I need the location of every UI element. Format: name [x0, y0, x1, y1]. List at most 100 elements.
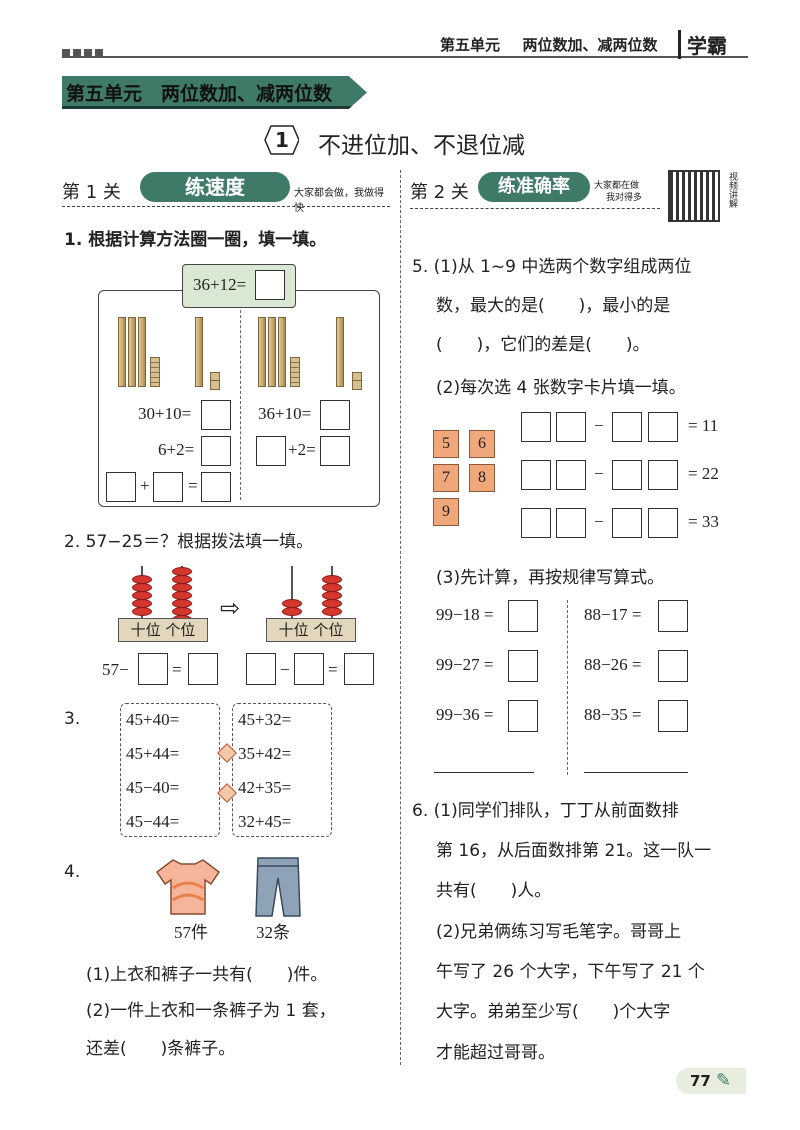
q3-right-eq: 35+42= — [238, 744, 292, 763]
unit-banner: 第五单元 两位数加、减两位数 — [62, 76, 367, 109]
q2-prompt: 2. 57−25＝？根据拨法填一填。 — [64, 532, 314, 552]
q1-left-sum-a[interactable] — [106, 472, 136, 502]
card-slot[interactable] — [648, 508, 678, 538]
q6-line6: 大字。弟弟至少写( )个大字 — [436, 1002, 671, 1022]
q2-blank2[interactable] — [188, 653, 218, 685]
q1-left-answer1[interactable] — [201, 400, 231, 430]
abacus-bead — [282, 607, 302, 616]
level2-label: 第 2 关 — [410, 182, 469, 203]
q5-right-answer[interactable] — [658, 650, 688, 682]
q5-left-answer[interactable] — [508, 650, 538, 682]
q4-sub1: (1)上衣和裤子一共有( )件。 — [86, 965, 328, 985]
pants-icon — [254, 856, 302, 922]
row-result: = 22 — [688, 464, 719, 483]
number-card: 6 — [469, 430, 495, 458]
q5-right-eq: 88−26 = — [584, 655, 642, 674]
unit-banner-title: 第五单元 两位数加、减两位数 — [66, 83, 333, 105]
header-unit-label: 第五单元 — [440, 36, 501, 54]
header-rule — [62, 56, 748, 58]
ones-cube — [210, 380, 220, 390]
card-slot[interactable] — [648, 412, 678, 442]
q2-blank5[interactable] — [344, 653, 374, 685]
q3-right-eq: 32+45= — [238, 812, 292, 831]
q6-line4: (2)兄弟俩练习写毛笔字。哥哥上 — [436, 922, 682, 942]
level2-header: 第 2 关 练准确率 大家都在做 我对得多 视频讲解 — [410, 170, 750, 226]
tens-rod — [258, 317, 266, 387]
card-slot[interactable] — [612, 508, 642, 538]
q1-right-answer1[interactable] — [320, 400, 350, 430]
q3-number: 3. — [64, 709, 81, 729]
header-decor — [62, 42, 103, 61]
card-slot[interactable] — [556, 412, 586, 442]
shirt-icon — [155, 858, 221, 920]
q1-top-answer[interactable] — [255, 270, 285, 300]
level1-header: 第 1 关 练速度 大家都会做，我做得快 — [62, 170, 390, 214]
level2-slogan-1: 大家都在做 — [594, 181, 640, 191]
lesson-number: 1 — [275, 128, 289, 152]
shirt-count: 57件 — [174, 923, 208, 942]
q1-divider — [240, 300, 241, 500]
level2-badge: 练准确率 — [478, 172, 590, 202]
q6-line3: 共有( )人。 — [436, 881, 552, 901]
q1-left-eq2: 6+2= — [158, 440, 195, 459]
q1-left-sum-result[interactable] — [201, 472, 231, 502]
q5-left-answer[interactable] — [508, 600, 538, 632]
q5-right-eq: 88−17 = — [584, 605, 642, 624]
q5-left-answer[interactable] — [508, 700, 538, 732]
q2-blank4[interactable] — [294, 653, 324, 685]
q5-left-write-line[interactable] — [434, 772, 534, 773]
q1-right-eq2: +2= — [288, 440, 316, 459]
q2-minus: − — [280, 660, 290, 679]
number-card: 9 — [433, 498, 459, 526]
q2-eq-equals: = — [172, 660, 182, 679]
q1-right-blank[interactable] — [256, 436, 286, 466]
q3-right-eq: 42+35= — [238, 778, 292, 797]
q5-right-answer[interactable] — [658, 600, 688, 632]
abacus-label: 十位 个位 — [278, 621, 344, 639]
tens-rod — [195, 317, 203, 387]
q6-line5: 午写了 26 个大字，下午写了 21 个 — [436, 962, 705, 982]
card-slot[interactable] — [612, 412, 642, 442]
column-divider — [400, 170, 401, 1065]
q5-sub2: (2)每次选 4 张数字卡片填一填。 — [436, 378, 686, 398]
q3-left-group — [120, 703, 220, 837]
level1-slogan: 大家都会做，我做得快 — [294, 188, 384, 214]
card-slot[interactable] — [521, 460, 551, 490]
card-slot[interactable] — [648, 460, 678, 490]
q1-left-eq1: 30+10= — [138, 404, 192, 423]
abacus-bead — [132, 607, 152, 616]
q1-left-answer2[interactable] — [201, 436, 231, 466]
q5-left-eq: 99−18 = — [436, 605, 494, 624]
card-slot[interactable] — [612, 460, 642, 490]
header-brand: 学霸 — [678, 30, 727, 59]
ones-cube — [352, 380, 362, 390]
qr-code-icon[interactable] — [668, 170, 720, 222]
card-slot[interactable] — [521, 412, 551, 442]
q3-right-group — [232, 703, 332, 837]
q6-line7: 才能超过哥哥。 — [436, 1043, 555, 1063]
card-slot[interactable] — [556, 460, 586, 490]
ones-stack — [150, 357, 160, 387]
q5-line1: 5. (1)从 1~9 中选两个数字组成两位 — [412, 257, 692, 277]
q5-left-eq: 99−36 = — [436, 705, 494, 724]
q2-blank3[interactable] — [246, 653, 276, 685]
q4-number: 4. — [64, 862, 81, 882]
q2-blank1[interactable] — [138, 653, 168, 685]
q1-top-eq: 36+12= — [193, 275, 247, 294]
tens-rod — [138, 317, 146, 387]
number-card: 7 — [433, 464, 459, 492]
card-slot[interactable] — [556, 508, 586, 538]
q1-right-answer2[interactable] — [320, 436, 350, 466]
q1-left-sum-b[interactable] — [153, 472, 183, 502]
q6-line1: 6. (1)同学们排队，丁丁从前面数排 — [412, 801, 679, 821]
q3-left-eq: 45+44= — [126, 744, 180, 763]
lesson-number-frame-icon — [264, 125, 300, 155]
q1-equals-sign: = — [188, 476, 198, 495]
level1-label: 第 1 关 — [62, 182, 121, 203]
q5-right-answer[interactable] — [658, 700, 688, 732]
q2-eq-start: 57− — [102, 660, 129, 679]
header-unit: 第五单元 两位数加、减两位数 — [440, 34, 658, 55]
q5-line2: 数，最大的是( )，最小的是 — [436, 296, 671, 316]
card-slot[interactable] — [521, 508, 551, 538]
q5-right-write-line[interactable] — [584, 772, 688, 773]
